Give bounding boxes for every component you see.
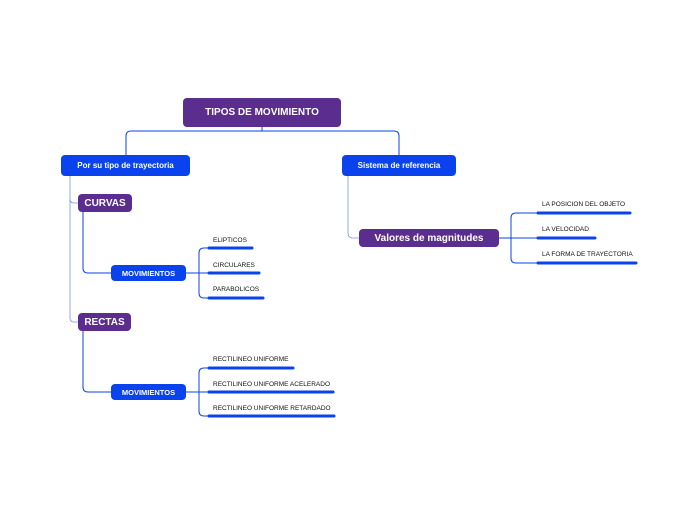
branch-reference-system[interactable]: Sistema de referencia: [342, 155, 456, 176]
topic-valores-magnitudes[interactable]: Valores de magnitudes: [359, 229, 499, 247]
leaf-posicion-objeto[interactable]: LA POSICION DEL OBJETO: [542, 201, 626, 208]
leaf-rectilineo-uniforme[interactable]: RECTILINEO UNIFORME: [213, 356, 289, 363]
leaf-forma-trayectoria[interactable]: LA FORMA DE TRAYECTORIA: [542, 251, 633, 258]
rectas-movimientos-node[interactable]: MOVIMIENTOS: [111, 384, 186, 400]
leaf-parabolicos[interactable]: PARABOLICOS: [213, 286, 260, 293]
root-node[interactable]: TIPOS DE MOVIMIENTO: [183, 98, 341, 127]
leaf-elipticos[interactable]: ELIPTICOS: [213, 237, 247, 244]
branch-trajectory-type[interactable]: Por su tipo de trayectoria: [61, 155, 190, 176]
topic-rectas[interactable]: RECTAS: [78, 313, 131, 331]
leaf-velocidad[interactable]: LA VELOCIDAD: [542, 226, 589, 233]
topic-curvas[interactable]: CURVAS: [78, 194, 132, 212]
leaf-rectilineo-acelerado[interactable]: RECTILINEO UNIFORME ACELERADO: [213, 381, 331, 388]
curvas-movimientos-node[interactable]: MOVIMIENTOS: [111, 265, 186, 281]
leaf-rectilineo-retardado[interactable]: RECTILINEO UNIFORME RETARDADO: [213, 405, 331, 412]
leaf-circulares[interactable]: CIRCULARES: [213, 262, 255, 269]
